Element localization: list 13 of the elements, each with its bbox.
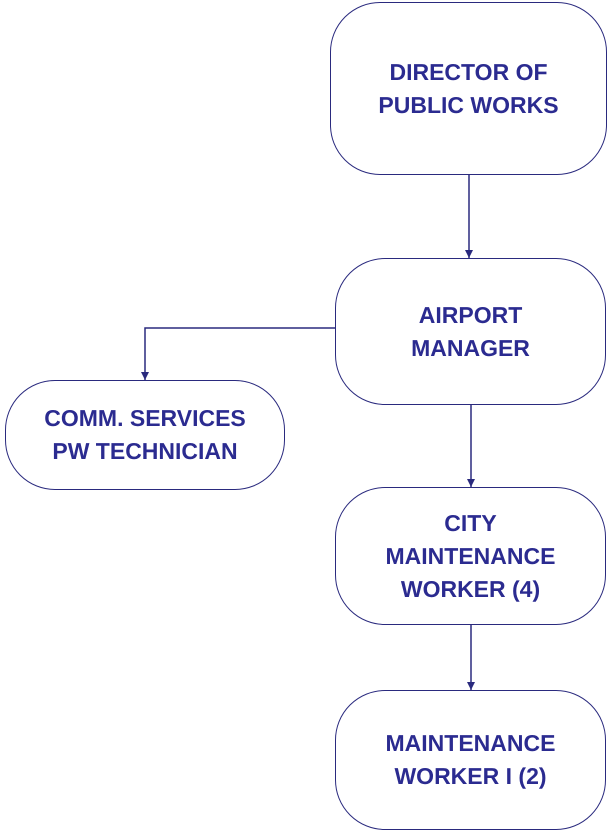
- box-label: DIRECTOR OF PUBLIC WORKS: [377, 58, 560, 120]
- box-label: MAINTENANCE WORKER I (2): [384, 729, 556, 791]
- rounded-box: [335, 690, 606, 830]
- box-label: AIRPORT MANAGER: [410, 300, 531, 362]
- arrow: [141, 327, 335, 380]
- arrow: [465, 175, 473, 258]
- box-label: COMM. SERVICES PW TECHNICIAN: [43, 404, 247, 466]
- arrow: [467, 405, 475, 487]
- rounded-box: [335, 258, 606, 405]
- rounded-box: [330, 2, 607, 175]
- rounded-box: [335, 487, 606, 625]
- arrow: [467, 625, 475, 690]
- box-label: CITY MAINTENANCE WORKER (4): [384, 508, 556, 604]
